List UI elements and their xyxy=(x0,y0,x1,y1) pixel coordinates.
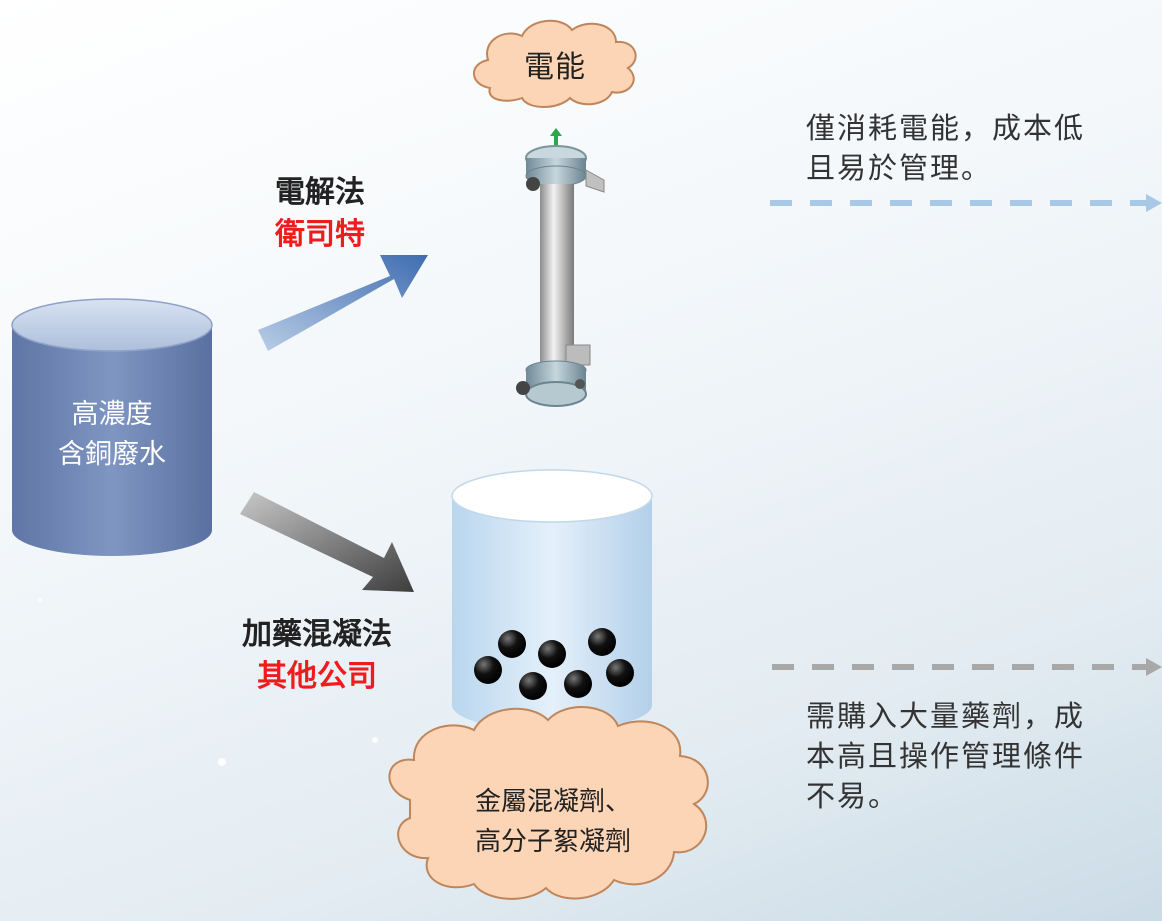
electrolysis-arrow xyxy=(258,255,428,351)
electrolysis-company: 衛司特 xyxy=(275,217,365,252)
coagulation-arrow xyxy=(240,492,414,592)
floc-ball xyxy=(606,659,634,687)
sparkle xyxy=(372,737,378,743)
floc-ball xyxy=(588,628,616,656)
source-tank-line1: 高濃度 xyxy=(71,399,153,430)
bottom-note: 需購入大量藥劑，成 本高且操作管理條件 不易。 xyxy=(806,696,1156,816)
electrolysis-label: 電解法 衛司特 xyxy=(245,172,395,256)
energy-cloud-shape xyxy=(473,19,637,108)
floc-ball xyxy=(538,640,566,668)
coagulation-company: 其他公司 xyxy=(257,659,377,694)
top-note-line1: 僅消耗電能，成本低 xyxy=(806,111,1086,145)
coagulation-tank-shape xyxy=(451,469,653,731)
coagulation-label: 加藥混凝法 其他公司 xyxy=(202,614,432,698)
bottom-note-line1: 需購入大量藥劑，成 xyxy=(806,699,1086,733)
floc-ball xyxy=(564,670,592,698)
source-tank-line2: 含銅廢水 xyxy=(58,439,166,470)
electrolysis-reactor-image xyxy=(516,128,605,407)
sparkle xyxy=(218,758,226,766)
electrolysis-method: 電解法 xyxy=(275,175,365,210)
sparkle xyxy=(38,598,42,602)
top-note: 僅消耗電能，成本低 且易於管理。 xyxy=(806,108,1156,188)
chemicals-line1: 金屬混凝劑、 xyxy=(474,787,631,817)
energy-cloud-label: 電能 xyxy=(524,50,586,85)
floc-ball xyxy=(474,656,502,684)
chemicals-cloud-label: 金屬混凝劑、 高分子絮凝劑 xyxy=(418,782,688,862)
bottom-note-line3: 不易。 xyxy=(806,779,900,813)
chemicals-cloud-shape xyxy=(388,706,709,900)
source-tank-shape xyxy=(11,298,213,556)
coagulation-method: 加藥混凝法 xyxy=(242,617,392,652)
bottom-note-line2: 本高且操作管理條件 xyxy=(806,739,1086,773)
chemicals-line2: 高分子絮凝劑 xyxy=(474,827,631,857)
top-dashed-arrow-head xyxy=(1146,194,1162,212)
top-note-line2: 且易於管理。 xyxy=(806,151,993,185)
source-tank-label: 高濃度 含銅廢水 xyxy=(12,395,212,475)
bottom-dashed-arrow-head xyxy=(1146,658,1162,676)
floc-ball xyxy=(519,672,547,700)
floc-ball xyxy=(498,630,526,658)
